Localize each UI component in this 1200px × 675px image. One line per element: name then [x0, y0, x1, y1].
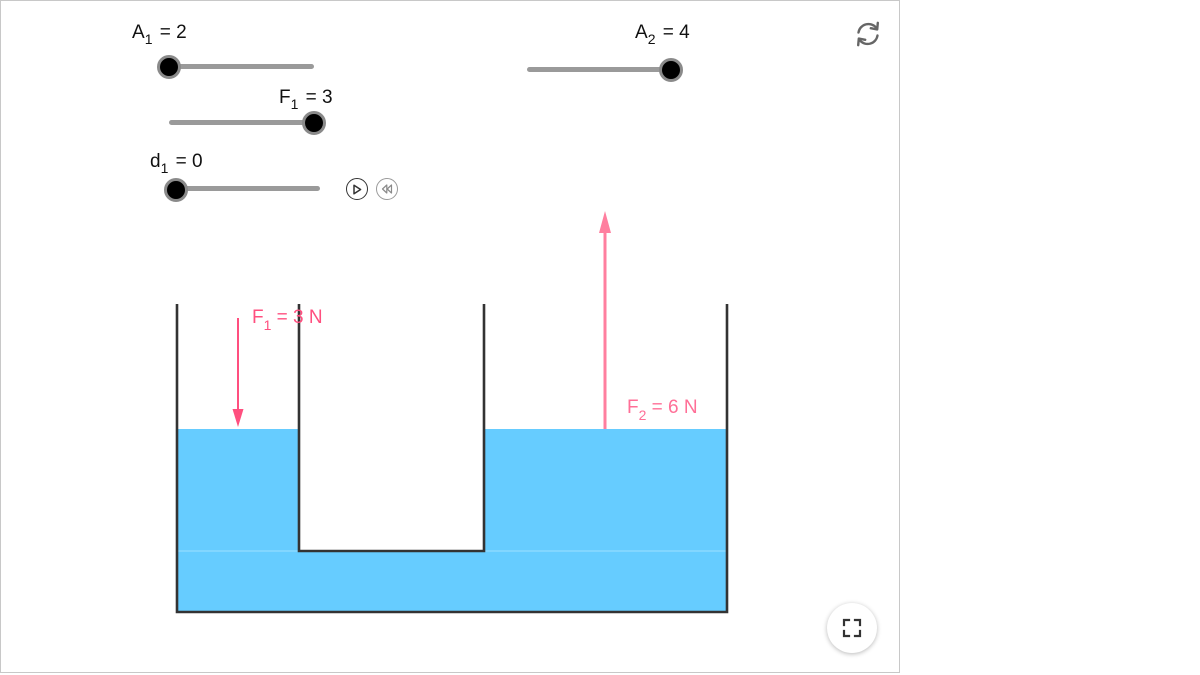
slider-a2-track[interactable]	[527, 67, 673, 72]
play-icon	[353, 183, 362, 195]
play-button[interactable]	[346, 178, 368, 200]
fullscreen-button[interactable]	[827, 603, 877, 653]
slider-f1-name: F	[279, 87, 291, 108]
slider-f1-label: F1 = 3	[279, 87, 333, 111]
force-f2-subscript: 2	[639, 407, 647, 423]
slider-f1-subscript: 1	[290, 96, 299, 112]
slider-d1-track[interactable]	[175, 186, 320, 191]
slider-a2-subscript: 2	[647, 31, 656, 47]
slider-a1-label: A1 = 2	[132, 22, 187, 46]
inner-divider-wall	[297, 304, 486, 553]
container-walls	[175, 304, 729, 614]
rewind-icon	[381, 184, 393, 194]
slider-a1-subscript: 1	[144, 31, 153, 47]
force-f1-subscript: 1	[264, 317, 272, 333]
slider-d1-name: d	[150, 151, 161, 172]
water-bottom-channel	[177, 551, 727, 612]
fullscreen-icon	[842, 618, 862, 638]
force-f1-label: F1 = 3 N	[252, 307, 323, 333]
force-f1-name: F	[252, 307, 264, 328]
water-left-column	[177, 429, 299, 553]
slider-a2-label: A2 = 4	[635, 22, 690, 46]
slider-a2-name: A	[635, 22, 648, 43]
hydraulic-press-drawing: F1 = 3 N F2 = 6 N	[175, 211, 729, 614]
reload-button[interactable]	[851, 17, 885, 51]
force-f1-value: = 3 N	[271, 307, 322, 328]
geogebra-applet: A1 = 2 A2 = 4 F1 = 3 d1 = 0	[0, 0, 900, 673]
force-f2-value: = 6 N	[646, 397, 697, 418]
water-right-column	[484, 429, 727, 553]
slider-d1-label: d1 = 0	[150, 151, 203, 175]
force-f1-arrowhead	[232, 409, 244, 427]
force-f2-arrowhead	[599, 211, 611, 233]
reload-icon	[857, 21, 879, 47]
slider-a1-value: = 2	[154, 22, 187, 43]
force-f2-label: F2 = 6 N	[627, 397, 698, 423]
slider-a1-name: A	[132, 22, 145, 43]
slider-d1-knob[interactable]	[164, 178, 188, 202]
force-f2-name: F	[627, 397, 639, 418]
slider-f1-track[interactable]	[169, 120, 315, 125]
outer-vessel-wall	[175, 304, 729, 614]
slider-f1-value: = 3	[300, 87, 333, 108]
slider-a2-value: = 4	[657, 22, 690, 43]
slider-a1-track[interactable]	[167, 64, 314, 69]
slider-a2-knob[interactable]	[659, 58, 683, 82]
slider-a1-knob[interactable]	[157, 55, 181, 79]
slider-d1-value: = 0	[170, 151, 203, 172]
slider-d1-subscript: 1	[160, 160, 169, 176]
rewind-button[interactable]	[376, 178, 398, 200]
slider-f1-knob[interactable]	[302, 111, 326, 135]
